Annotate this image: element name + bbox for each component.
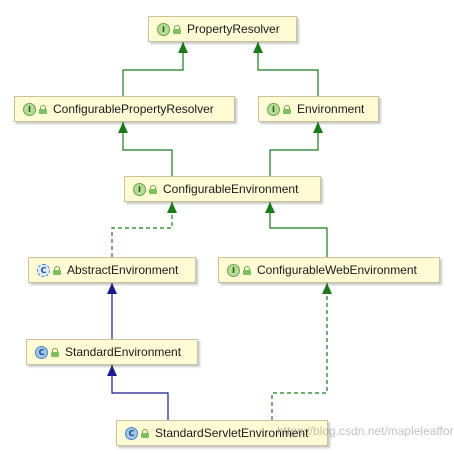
- edge-standard-servlet-environment-to-standard-environment: [111, 365, 169, 420]
- arrowhead: [167, 202, 177, 213]
- visibility-icon: [173, 24, 182, 34]
- class-icon: C: [125, 426, 138, 440]
- abstract-class-icon: C: [37, 263, 50, 277]
- watermark: https://blog.csdn.net/mapleleafforest: [277, 424, 454, 438]
- node-environment[interactable]: I Environment: [258, 96, 379, 122]
- arrowhead: [313, 122, 323, 133]
- edge-standard-servlet-environment-to-configurable-web-environment: [271, 283, 328, 420]
- arrowhead: [253, 42, 263, 53]
- node-configurable-environment[interactable]: I ConfigurableEnvironment: [124, 176, 321, 202]
- arrowhead: [265, 202, 275, 213]
- interface-icon: I: [157, 22, 170, 36]
- node-label: ConfigurableEnvironment: [163, 182, 299, 196]
- visibility-icon: [53, 265, 62, 275]
- interface-icon: I: [227, 263, 240, 277]
- arrowhead: [118, 122, 128, 133]
- node-label: StandardServletEnvironment: [155, 426, 309, 440]
- interface-icon: I: [133, 182, 146, 196]
- arrowhead: [178, 42, 188, 53]
- node-label: AbstractEnvironment: [67, 263, 179, 277]
- visibility-icon: [243, 265, 252, 275]
- visibility-icon: [149, 184, 158, 194]
- edge-environment-to-property-resolver: [257, 42, 319, 96]
- node-label: StandardEnvironment: [65, 345, 182, 359]
- node-abstract-environment[interactable]: C AbstractEnvironment: [28, 257, 196, 283]
- interface-icon: I: [267, 102, 280, 116]
- edge-configurable-property-resolver-to-property-resolver: [122, 42, 184, 96]
- node-label: ConfigurableWebEnvironment: [257, 263, 417, 277]
- node-standard-servlet-environment[interactable]: C StandardServletEnvironment: [116, 420, 328, 446]
- node-configurable-property-resolver[interactable]: I ConfigurablePropertyResolver: [14, 96, 235, 122]
- edge-configurable-web-environment-to-configurable-environment: [269, 202, 328, 257]
- class-icon: C: [35, 345, 48, 359]
- visibility-icon: [141, 428, 150, 438]
- node-label: Environment: [297, 102, 365, 116]
- visibility-icon: [39, 104, 48, 114]
- node-label: PropertyResolver: [187, 22, 280, 36]
- node-standard-environment[interactable]: C StandardEnvironment: [26, 339, 198, 365]
- node-property-resolver[interactable]: I PropertyResolver: [148, 16, 297, 42]
- visibility-icon: [283, 104, 292, 114]
- arrowhead: [322, 283, 332, 294]
- arrowhead: [107, 365, 117, 376]
- node-configurable-web-environment[interactable]: I ConfigurableWebEnvironment: [218, 257, 440, 283]
- visibility-icon: [51, 347, 60, 357]
- arrowhead: [107, 283, 117, 294]
- edge-configurable-environment-to-configurable-property-resolver: [122, 122, 173, 176]
- edge-configurable-environment-to-environment: [269, 122, 319, 176]
- node-label: ConfigurablePropertyResolver: [53, 102, 214, 116]
- interface-icon: I: [23, 102, 36, 116]
- edge-abstract-environment-to-configurable-environment: [111, 202, 173, 257]
